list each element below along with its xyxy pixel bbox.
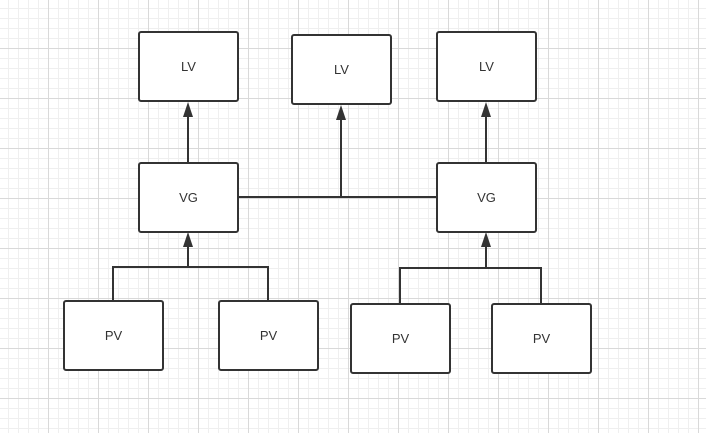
node-pv-1[interactable]: PV xyxy=(63,300,164,371)
arrowhead-lv3 xyxy=(481,102,491,117)
arrowhead-lv1 xyxy=(183,102,193,117)
edge-pv1-pv2-bus xyxy=(112,266,269,300)
node-pv-3[interactable]: PV xyxy=(350,303,451,374)
node-vg-1[interactable]: VG xyxy=(138,162,239,233)
node-pv-2[interactable]: PV xyxy=(218,300,319,371)
node-lv-1[interactable]: LV xyxy=(138,31,239,102)
arrowhead-vg1 xyxy=(183,232,193,247)
arrowhead-lv2 xyxy=(336,105,346,120)
node-lv-2[interactable]: LV xyxy=(291,34,392,105)
edge-pv3-pv4-bus xyxy=(399,267,542,303)
node-vg-2[interactable]: VG xyxy=(436,162,537,233)
node-lv-3[interactable]: LV xyxy=(436,31,537,102)
node-pv-4[interactable]: PV xyxy=(491,303,592,374)
arrowhead-vg2 xyxy=(481,232,491,247)
